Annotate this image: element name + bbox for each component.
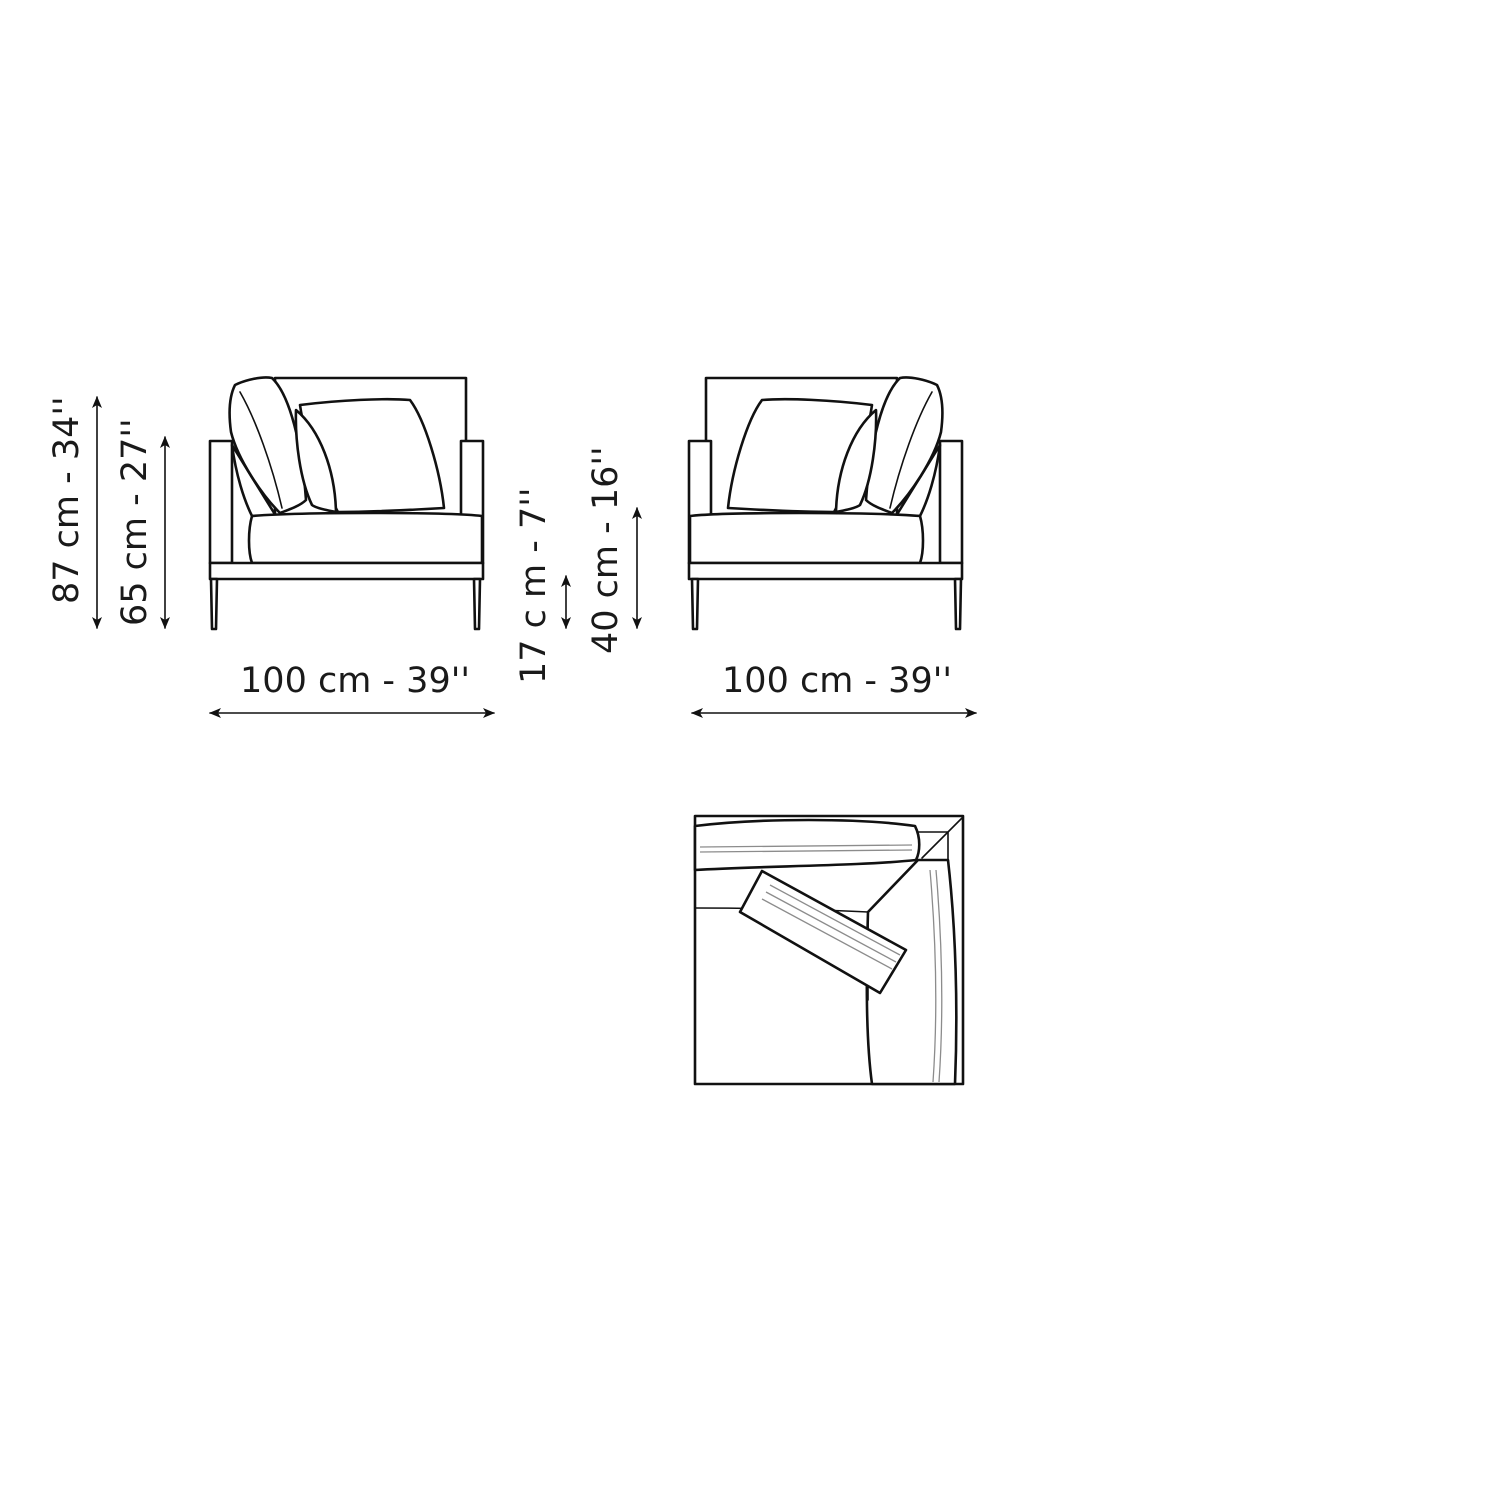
dimension-front-width: 100 cm - 39'' [209, 661, 495, 718]
seat-height-label: 40 cm - 16'' [586, 446, 626, 654]
mirror-left-leg [953, 577, 963, 631]
dimension-arm-height: 65 cm - 27'' [115, 418, 170, 629]
leg-height-label: 17 c m - 7'' [514, 487, 554, 684]
front-base-rail [208, 561, 485, 581]
front-seat-cushion [247, 511, 484, 565]
front-width-label: 100 cm - 39'' [240, 661, 470, 701]
front-left-arm [208, 439, 234, 565]
dimension-seat-height: 40 cm - 16'' [586, 446, 642, 654]
dimension-overall-height: 87 cm - 34'' [47, 396, 102, 629]
front-right-leg [472, 577, 482, 631]
overall-height-label: 87 cm - 34'' [47, 396, 87, 604]
back-width-label: 100 cm - 39'' [722, 661, 952, 701]
dimension-leg-height: 17 c m - 7'' [514, 487, 571, 684]
mirror-left-arm [938, 439, 964, 565]
front-left-leg [209, 577, 219, 631]
mirror-seat-cushion [688, 511, 925, 565]
dimension-back-width: 100 cm - 39'' [691, 661, 977, 718]
top-view-armchair [693, 814, 965, 1086]
mirror-side-pillow [864, 376, 944, 515]
mirror-base-rail [687, 561, 964, 581]
top-back-cushion [693, 818, 921, 872]
mirrored-view-armchair [687, 376, 964, 631]
front-side-pillow [228, 376, 308, 515]
arm-height-label: 65 cm - 27'' [115, 418, 155, 626]
front-view-armchair [208, 376, 485, 631]
mirror-right-leg [690, 577, 700, 631]
